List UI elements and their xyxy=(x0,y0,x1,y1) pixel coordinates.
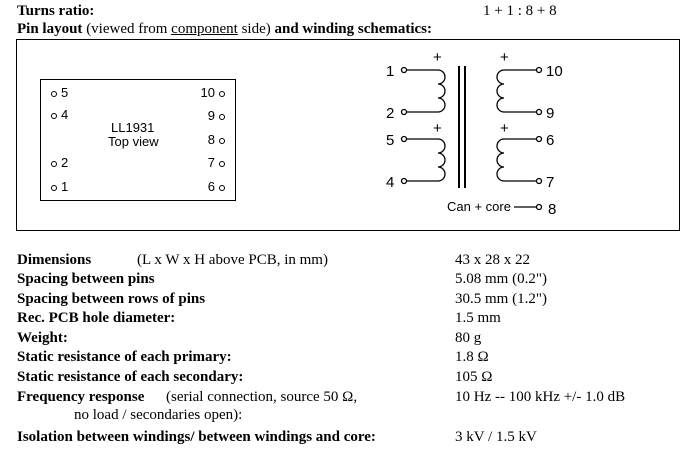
pin-left-1: 1 xyxy=(47,180,68,194)
pin-dot-icon xyxy=(51,90,57,97)
spec-hole-diameter-label: Rec. PCB hole diameter: xyxy=(17,310,176,326)
schem-label-6: 6 xyxy=(546,132,554,149)
spec-row-spacing-value: 30.5 mm (1.2") xyxy=(455,291,547,307)
schem-label-4: 4 xyxy=(386,174,394,191)
spec-frequency-note-2: no load / secondaries open): xyxy=(74,407,243,423)
pin-layout-box: 5 4 2 1 10 9 8 7 6 LL1931 Top view xyxy=(40,79,236,201)
pin-layout-heading-mid: (viewed from xyxy=(86,21,172,37)
spec-secondary-resistance-label: Static resistance of each secondary: xyxy=(17,369,244,385)
secondary-coil-1-icon xyxy=(496,69,505,113)
pin-right-9: 9 xyxy=(208,109,229,123)
plus-mark-primary-1: + xyxy=(433,49,442,66)
pin-right-10: 10 xyxy=(201,86,229,100)
terminal-8-icon xyxy=(535,203,543,211)
top-view-label: Top view xyxy=(108,134,159,149)
schematic-frame xyxy=(16,39,680,231)
terminal-10-icon xyxy=(535,66,543,74)
turns-ratio-label: Turns ratio: xyxy=(17,3,95,19)
spec-pin-spacing-value: 5.08 mm (0.2") xyxy=(455,271,547,287)
primary-coil-1-icon xyxy=(437,69,446,113)
secondary-coil-2-icon xyxy=(496,138,505,182)
spec-isolation-label: Isolation between windings/ between wind… xyxy=(17,429,376,445)
schem-label-7: 7 xyxy=(546,174,554,191)
schem-label-5: 5 xyxy=(386,132,394,149)
schem-label-10: 10 xyxy=(546,63,563,80)
pin-dot-icon xyxy=(51,112,57,119)
plus-mark-primary-2: + xyxy=(433,120,442,137)
schem-label-2: 2 xyxy=(386,105,394,122)
spec-weight-value: 80 g xyxy=(455,330,482,346)
plus-mark-secondary-1: + xyxy=(500,49,509,66)
terminal-2-icon xyxy=(400,108,408,116)
terminal-6-icon xyxy=(535,135,543,143)
spec-primary-resistance-value: 1.8 Ω xyxy=(455,349,489,365)
spec-isolation-value: 3 kV / 1.5 kV xyxy=(455,429,537,445)
pin-dot-icon xyxy=(51,184,57,191)
schem-label-9: 9 xyxy=(546,105,554,122)
schem-label-8: 8 xyxy=(548,201,556,218)
schem-label-1: 1 xyxy=(386,63,394,80)
pin-layout-heading-suffix: and winding schematics: xyxy=(270,21,433,37)
spec-hole-diameter-value: 1.5 mm xyxy=(455,310,501,326)
spec-weight-label: Weight: xyxy=(17,330,68,346)
pin-layout-heading-prefix: Pin layout xyxy=(17,21,83,37)
plus-mark-secondary-2: + xyxy=(500,120,509,137)
model-name: LL1931 xyxy=(111,120,155,135)
can-core-label: Can + core xyxy=(447,199,511,214)
spec-frequency-note: (serial connection, source 50 Ω, xyxy=(166,389,358,405)
terminal-5-icon xyxy=(400,135,408,143)
pin-dot-icon xyxy=(219,137,225,144)
spec-primary-resistance-label: Static resistance of each primary: xyxy=(17,349,232,365)
terminal-9-icon xyxy=(535,108,543,116)
turns-ratio-value: 1 + 1 : 8 + 8 xyxy=(483,3,557,19)
terminal-1-icon xyxy=(400,66,408,74)
pin-dot-icon xyxy=(219,113,225,120)
pin-left-2: 2 xyxy=(47,156,68,170)
spec-secondary-resistance-value: 105 Ω xyxy=(455,369,493,385)
pin-layout-heading-underlined: component xyxy=(171,21,238,37)
pin-left-4: 4 xyxy=(47,108,68,122)
spec-row-spacing-label: Spacing between rows of pins xyxy=(17,291,206,307)
pin-dot-icon xyxy=(219,184,225,191)
terminal-4-icon xyxy=(400,177,408,185)
pin-right-8: 8 xyxy=(208,133,229,147)
pin-left-5: 5 xyxy=(47,86,68,100)
terminal-7-icon xyxy=(535,177,543,185)
pin-layout-heading: Pin layout (viewed from component side) … xyxy=(17,20,432,38)
spec-dimensions-value: 43 x 28 x 22 xyxy=(455,252,530,268)
pin-dot-icon xyxy=(51,160,57,167)
pin-right-6: 6 xyxy=(208,180,229,194)
pin-dot-icon xyxy=(219,160,225,167)
pin-right-7: 7 xyxy=(208,156,229,170)
spec-dimensions-note: (L x W x H above PCB, in mm) xyxy=(137,252,328,268)
spec-frequency-value: 10 Hz -- 100 kHz +/- 1.0 dB xyxy=(455,389,626,405)
spec-pin-spacing-label: Spacing between pins xyxy=(17,271,155,287)
primary-coil-2-icon xyxy=(437,138,446,182)
spec-dimensions-label: Dimensions xyxy=(17,252,92,268)
pin-dot-icon xyxy=(219,90,225,97)
pin-layout-heading-after: side) xyxy=(237,21,271,37)
spec-frequency-label: Frequency response xyxy=(17,389,145,405)
